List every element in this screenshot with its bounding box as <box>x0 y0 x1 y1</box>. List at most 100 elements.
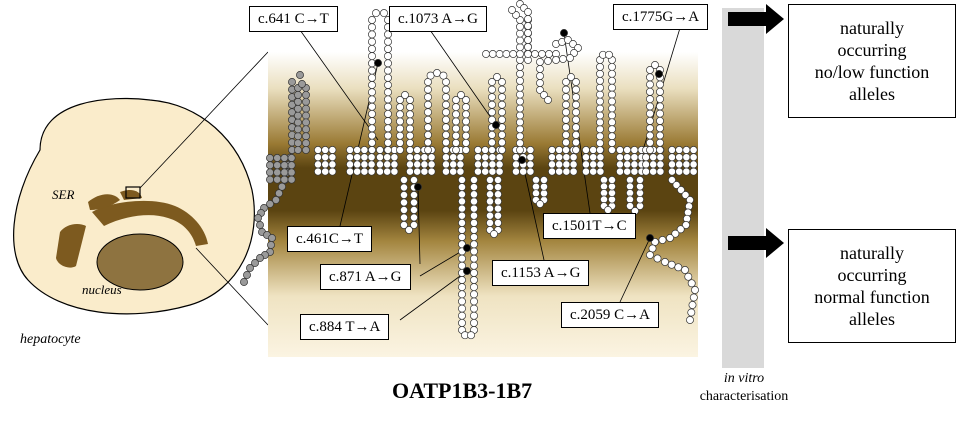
variant-label-871: c.871 A→G <box>320 264 411 290</box>
residue-bead <box>596 90 604 99</box>
residue-bead <box>656 87 664 96</box>
residue-bead <box>656 124 664 133</box>
residue-bead <box>390 160 399 169</box>
outcome-box-normal: naturally occurring normal function alle… <box>788 229 956 343</box>
residue-bead <box>524 50 532 58</box>
residue-bead <box>410 176 418 184</box>
residue-bead <box>596 69 604 78</box>
residue-bead <box>400 176 408 184</box>
residue-bead <box>498 100 506 109</box>
residue-bead <box>596 62 604 71</box>
residue-bead <box>562 138 570 147</box>
residue-bead <box>410 213 418 222</box>
residue-bead <box>427 160 436 169</box>
residue-bead <box>449 153 458 162</box>
residue-bead <box>540 176 548 184</box>
residue-bead <box>567 73 575 81</box>
residue-bead <box>596 146 604 154</box>
characterisation-bar <box>722 8 764 368</box>
residue-bead <box>596 125 604 134</box>
residue-bead <box>314 146 322 154</box>
residue-bead <box>482 50 490 58</box>
residue-bead <box>367 153 376 162</box>
residue-bead <box>481 167 490 176</box>
residue-bead <box>302 132 310 141</box>
residue-bead <box>458 197 466 206</box>
residue-bead <box>623 160 632 169</box>
residue-bead <box>646 251 654 259</box>
residue-bead <box>572 146 580 154</box>
residue-bead <box>616 146 624 154</box>
residue-bead <box>656 131 664 140</box>
residue-bead <box>328 167 337 176</box>
residue-bead <box>240 278 248 286</box>
residue-bead <box>442 100 450 109</box>
residue-bead <box>658 236 667 244</box>
residue-bead <box>406 153 414 162</box>
residue-bead <box>442 123 450 132</box>
residue-bead <box>630 160 639 169</box>
residue-bead <box>608 195 616 204</box>
residue-bead <box>608 125 616 134</box>
residue-bead <box>470 204 478 213</box>
residue-bead <box>406 124 414 133</box>
residue-bead <box>442 108 450 117</box>
residue-bead <box>470 290 478 299</box>
residue-bead <box>458 254 466 263</box>
residue-bead <box>368 146 376 154</box>
residue-bead <box>442 146 450 154</box>
residue-bead <box>396 117 404 126</box>
residue-bead <box>424 130 432 139</box>
residue-bead <box>626 176 634 184</box>
residue-bead <box>608 62 616 71</box>
residue-bead <box>516 43 524 52</box>
residue-bead <box>442 130 450 139</box>
residue-bead <box>524 15 532 23</box>
residue-bead <box>470 190 478 199</box>
residue-bead <box>668 146 676 154</box>
residue-bead <box>488 167 497 176</box>
residue-bead <box>589 153 598 162</box>
residue-bead <box>494 204 502 213</box>
residue-bead <box>481 146 490 154</box>
residue-bead <box>689 160 698 169</box>
residue-bead <box>452 103 460 112</box>
residue-bead <box>493 73 501 81</box>
residue-bead <box>582 153 590 162</box>
residue-bead <box>346 146 354 154</box>
residue-bead <box>572 115 580 124</box>
residue-bead <box>661 258 669 266</box>
residue-bead <box>668 160 676 169</box>
residue-bead <box>384 117 392 126</box>
residue-bead <box>562 78 570 86</box>
residue-bead <box>462 146 470 154</box>
residue-bead <box>420 167 429 176</box>
residue-bead <box>420 160 429 169</box>
arrow-top <box>728 4 784 34</box>
residue-bead <box>548 146 556 154</box>
residue-bead <box>630 167 639 176</box>
residue-bead <box>681 191 690 199</box>
residue-bead <box>266 175 274 184</box>
residue-bead <box>396 146 404 154</box>
residue-bead <box>368 131 376 140</box>
residue-bead <box>346 160 354 169</box>
residue-bead <box>687 308 696 317</box>
residue-bead <box>646 146 654 154</box>
residue-bead <box>406 110 414 119</box>
variant-label-1073: c.1073 A→G <box>389 6 487 32</box>
residue-bead <box>494 176 502 184</box>
residue-bead <box>608 182 616 191</box>
residue-bead <box>555 146 564 154</box>
residue-bead <box>646 87 654 96</box>
residue-bead <box>266 161 274 170</box>
residue-bead <box>346 153 354 162</box>
residue-bead <box>596 167 605 176</box>
outcome-top-line-1: naturally <box>840 18 904 38</box>
residue-bead <box>596 153 605 162</box>
residue-bead <box>642 153 650 162</box>
residue-bead <box>642 167 650 176</box>
residue-bead <box>498 78 506 86</box>
residue-bead <box>656 80 664 89</box>
